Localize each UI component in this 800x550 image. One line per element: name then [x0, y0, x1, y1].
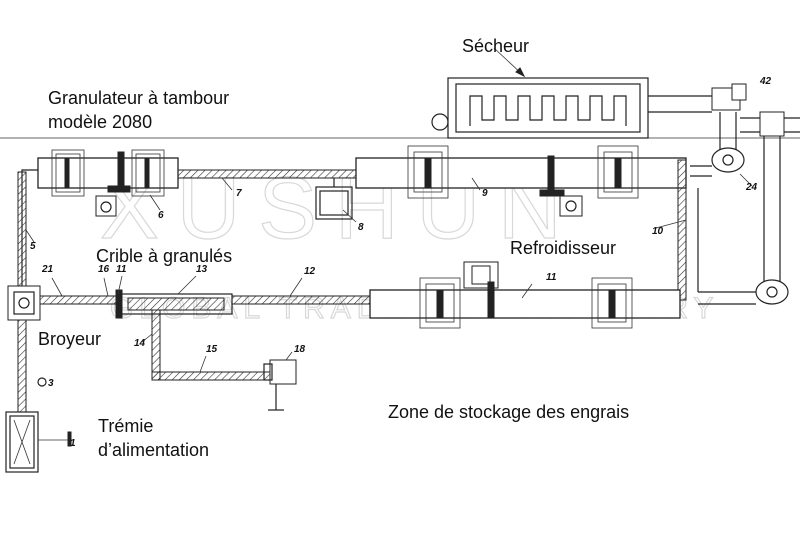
- number-42: 42: [759, 76, 772, 87]
- number-13: 13: [196, 264, 208, 275]
- label-refroidisseur: Refroidisseur: [510, 238, 616, 258]
- number-11-screen: 11: [116, 264, 127, 275]
- conveyor-21: [39, 295, 119, 305]
- hopper-8: [315, 178, 357, 223]
- number-10: 10: [652, 226, 664, 237]
- conveyor-3: [17, 319, 27, 413]
- number-15: 15: [206, 344, 218, 355]
- duct-cyclone-system: [648, 83, 800, 305]
- drum-granulator: [37, 149, 179, 217]
- dryer-drum: [355, 145, 687, 217]
- label-secheur: Sécheur: [462, 36, 529, 56]
- leader-12: [289, 277, 303, 297]
- leader-10: [655, 219, 687, 229]
- conveyor-12: [231, 295, 371, 305]
- conveyor-5: [17, 171, 27, 289]
- label-granulateur-line2: modèle 2080: [48, 112, 152, 132]
- number-21: 21: [41, 264, 54, 275]
- leader-14: [141, 333, 153, 343]
- conveyor-10: [677, 159, 687, 301]
- number-18: 18: [294, 344, 306, 355]
- label-tremie-line1: Trémie: [98, 416, 153, 436]
- number-16: 16: [98, 264, 110, 275]
- cooler-drum: [369, 261, 681, 329]
- number-14: 14: [134, 338, 146, 349]
- conveyor-7: [177, 169, 359, 179]
- number-3: 3: [48, 378, 54, 389]
- leader-7: [221, 177, 233, 191]
- tremie-unit: [5, 411, 72, 473]
- leader-5: [25, 229, 35, 243]
- leader-3: [37, 377, 47, 387]
- label-tremie-line2: d’alimentation: [98, 440, 209, 460]
- leader-21: [51, 277, 63, 297]
- label-broyeur: Broyeur: [38, 329, 101, 349]
- label-crible: Crible à granulés: [96, 246, 232, 266]
- label-granulateur-line1: Granulateur à tambour: [48, 88, 229, 108]
- conveyor-15: [151, 371, 271, 381]
- number-5: 5: [30, 241, 36, 252]
- label-zone-stockage: Zone de stockage des engrais: [388, 402, 629, 422]
- broyeur-unit: [7, 285, 41, 321]
- number-8: 8: [358, 222, 364, 233]
- granule-screen: [115, 275, 233, 319]
- conveyor-14: [151, 309, 161, 381]
- packing-machine-18: [263, 351, 297, 411]
- number-24: 24: [745, 182, 758, 193]
- number-6: 6: [158, 210, 164, 221]
- number-9: 9: [482, 188, 488, 199]
- number-12: 12: [304, 266, 316, 277]
- number-1: 1: [70, 438, 76, 449]
- secheur-unit: [431, 47, 649, 139]
- number-7: 7: [236, 188, 242, 199]
- leader-16: [103, 277, 109, 297]
- number-11-cooler: 11: [546, 272, 557, 283]
- leader-15: [199, 355, 207, 373]
